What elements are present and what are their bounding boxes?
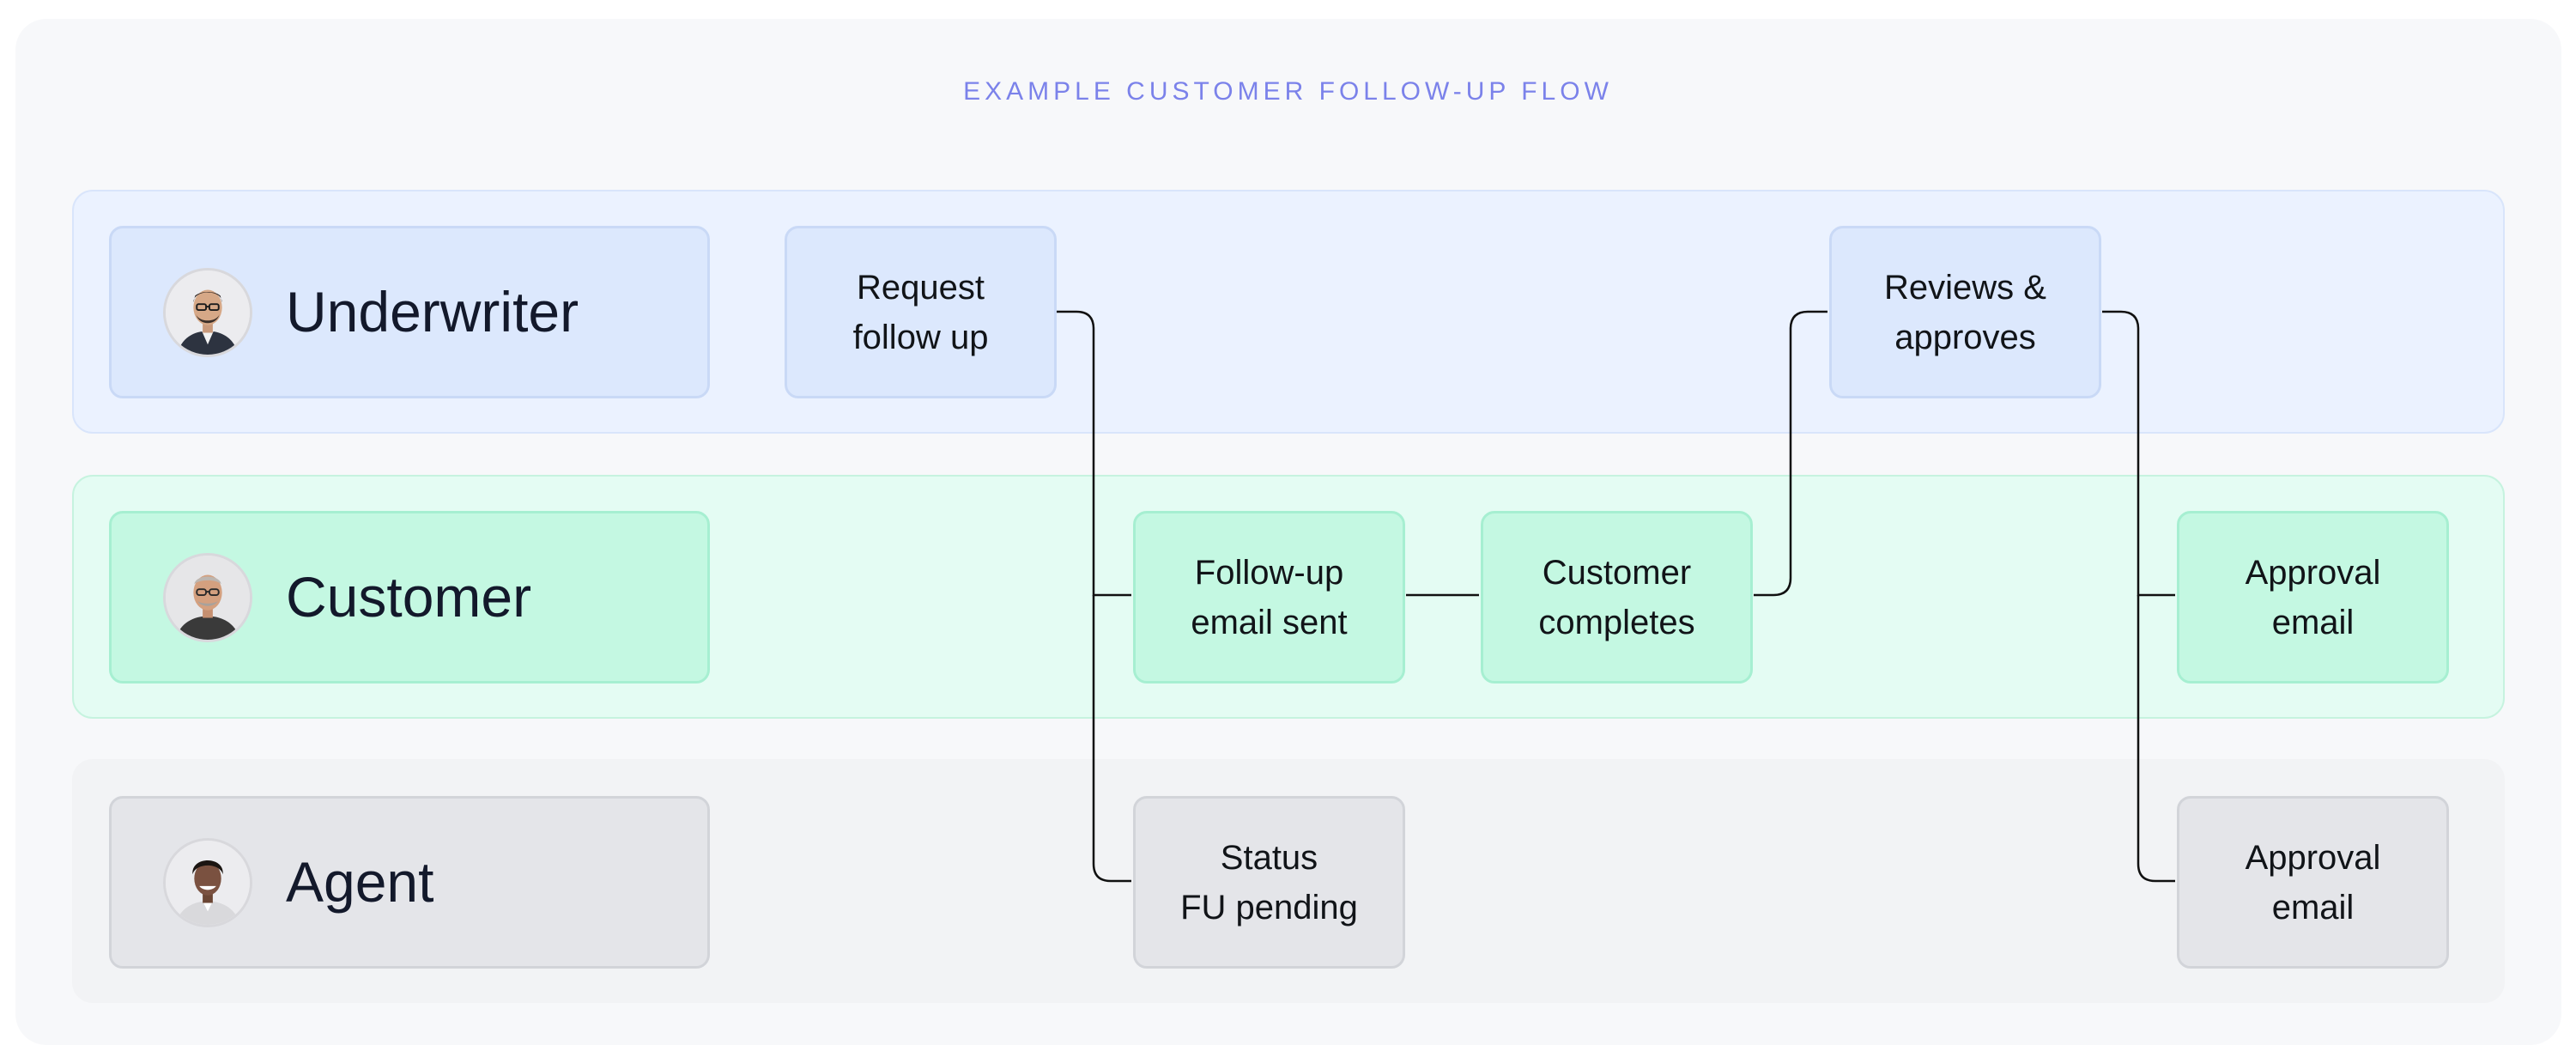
step-line: Customer <box>1542 553 1692 592</box>
role-label-underwriter: Underwriter <box>286 280 579 343</box>
step-line: completes <box>1538 603 1695 641</box>
agent-avatar <box>163 838 252 927</box>
step-status-fu-pending: Status FU pending <box>1133 796 1405 969</box>
step-line: Request <box>857 268 985 307</box>
step-follow-up-email-sent: Follow-up email sent <box>1133 511 1405 684</box>
step-line: Follow-up <box>1194 553 1344 592</box>
step-line: follow up <box>852 318 989 356</box>
role-agent: Agent <box>109 796 710 969</box>
role-label-agent: Agent <box>286 850 434 914</box>
role-customer: Customer <box>109 511 710 684</box>
step-approval-email-customer: Approval email <box>2177 511 2449 684</box>
diagram-title: EXAMPLE CUSTOMER FOLLOW-UP FLOW <box>963 77 1613 106</box>
step-line: email sent <box>1191 603 1348 641</box>
step-line: Approval <box>2245 838 2381 877</box>
step-line: FU pending <box>1180 888 1358 927</box>
step-line: Reviews & <box>1884 268 2046 307</box>
step-line: approves <box>1894 318 2036 356</box>
step-approval-email-agent: Approval email <box>2177 796 2449 969</box>
step-line: Approval <box>2245 553 2381 592</box>
step-reviews-approves: Reviews & approves <box>1829 226 2101 398</box>
step-customer-completes: Customer completes <box>1481 511 1753 684</box>
role-label-customer: Customer <box>286 565 532 629</box>
role-underwriter: Underwriter <box>109 226 710 398</box>
step-line: Status <box>1220 838 1318 877</box>
underwriter-avatar <box>163 268 252 357</box>
step-line: email <box>2271 888 2355 927</box>
step-request-follow-up: Request follow up <box>785 226 1057 398</box>
step-line: email <box>2271 603 2355 641</box>
customer-avatar <box>163 553 252 642</box>
